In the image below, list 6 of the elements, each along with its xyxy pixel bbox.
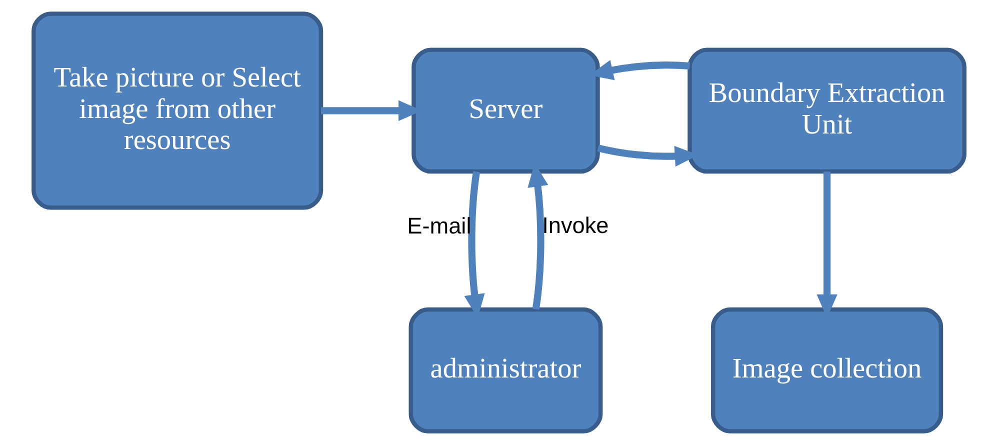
node-box: Take picture or Select image from other resources [32,12,324,210]
edge-label: Invoke [542,212,609,238]
node-box: administrator [408,307,603,434]
node-box: Boundary Extraction Unit [688,48,966,174]
node-box: Image collection [710,307,944,434]
node-box: Server [412,48,600,174]
